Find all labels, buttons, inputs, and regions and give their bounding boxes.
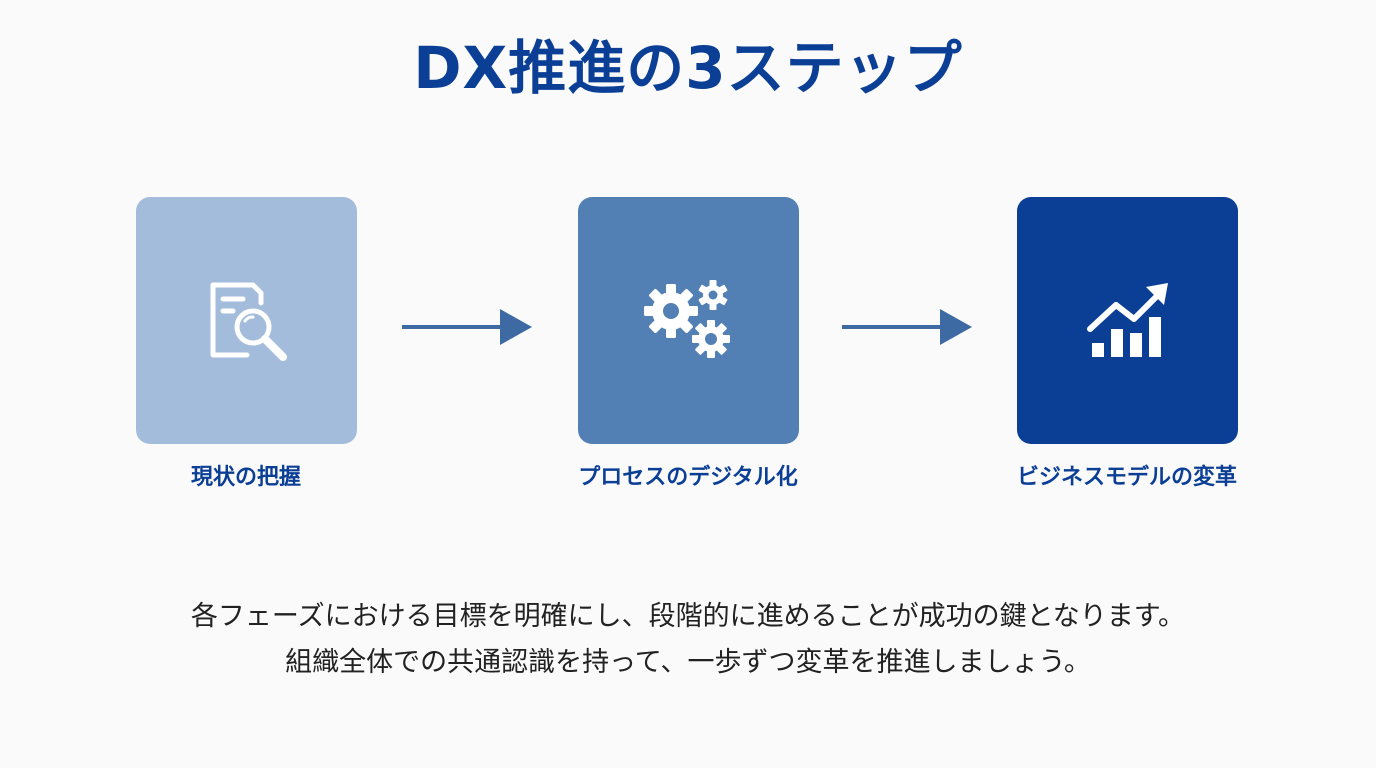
arrow-right-icon	[402, 309, 532, 345]
step-1-box	[136, 197, 357, 444]
step-1-label: 現状の把握	[190, 465, 301, 490]
document-search-icon	[210, 282, 287, 361]
description-line-2: 組織全体での共通認識を持って、一歩ずつ変革を推進しましょう。	[285, 647, 1091, 678]
page-title: DX推進の3ステップ	[413, 34, 963, 102]
step-3-box	[1017, 197, 1238, 444]
description-line-1: 各フェーズにおける目標を明確にし、段階的に進めることが成功の鍵となります。	[190, 601, 1186, 632]
arrow-right-icon	[842, 309, 972, 345]
gears-icon	[643, 279, 730, 358]
step-2-label: プロセスのデジタル化	[578, 465, 798, 490]
step-3-label: ビジネスモデルの変革	[1016, 465, 1237, 490]
step-2-box	[578, 197, 799, 444]
growth-chart-icon	[1086, 282, 1168, 357]
